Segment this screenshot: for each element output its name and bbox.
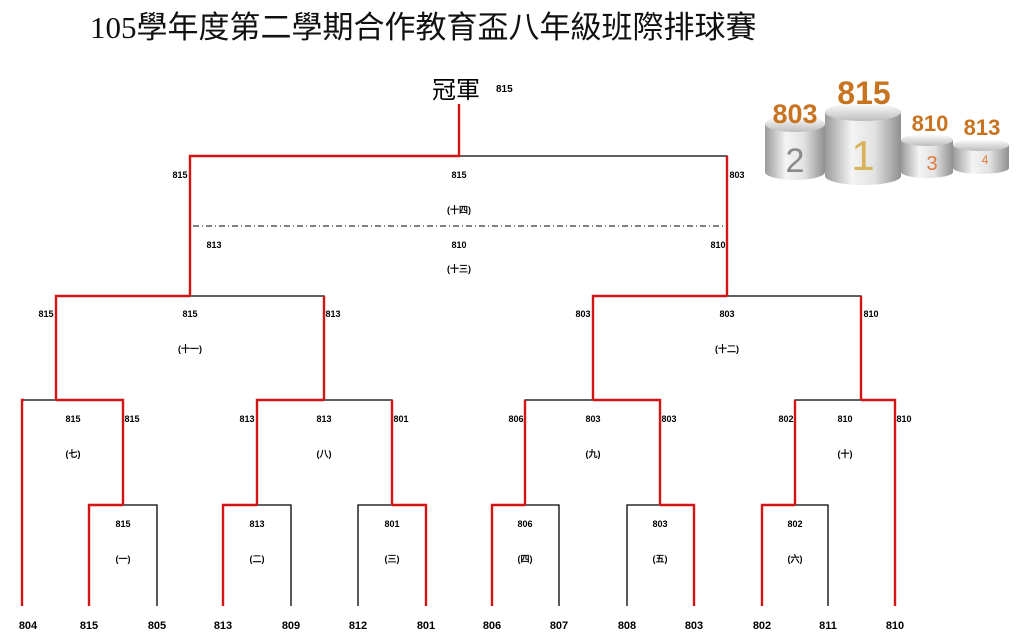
side-label: 815 [38,309,53,319]
team-label: 802 [753,620,771,632]
podium-rank-1: 1 [851,132,874,179]
page-title: 105學年度第二學期合作教育盃八年級班際排球賽 [90,10,757,45]
team-label: 813 [214,620,232,632]
match-winner: 810 [837,414,852,424]
team-label: 806 [483,620,501,632]
side-label: 803 [661,414,676,424]
match-id: (十一) [178,343,202,354]
match-winner: 813 [249,519,264,529]
side-label: 806 [508,414,523,424]
side-labels: 815 813 801 806 803 802 810 815 813 803 … [38,170,911,424]
match-winner: 815 [65,414,80,424]
match-id: (七) [66,448,81,459]
team-label: 812 [349,620,367,632]
match-id: (十) [838,448,853,459]
team-label: 807 [550,620,568,632]
team-label: 805 [148,620,166,632]
side-label: 801 [393,414,408,424]
champion-team: 815 [496,84,513,95]
match-id: (一) [116,554,131,564]
podium-rank-4: 4 [982,153,989,167]
podium-rank-3: 3 [926,153,937,175]
team-label: 809 [282,620,300,632]
team-label: 801 [417,620,435,632]
match-id: (十三) [447,263,471,274]
podium-team-4: 813 [964,115,1001,140]
match-id: (三) [385,554,400,564]
match-id: (四) [518,554,533,564]
side-label: 815 [124,414,139,424]
team-label: 815 [80,620,98,632]
bracket-lines [21,155,896,606]
side-label: 810 [896,414,911,424]
team-label: 810 [886,620,904,632]
side-label: 813 [325,309,340,319]
winner-paths [20,104,897,606]
match-id: (九) [586,448,601,459]
match-winner: 813 [316,414,331,424]
podium-rank-2: 2 [786,142,805,180]
side-label: 815 [172,170,187,180]
match-winner: 810 [451,240,466,250]
side-label: 803 [729,170,744,180]
team-label: 811 [819,620,837,632]
match-id: (十二) [715,343,739,354]
match-winner: 815 [115,519,130,529]
team-label: 808 [618,620,636,632]
champion-label: 冠軍 [432,77,480,104]
match-id: (五) [653,554,668,564]
team-labels: 804 815 805 813 809 812 801 806 807 808 … [19,620,904,632]
match-id: (二) [250,554,265,564]
match-winner: 803 [585,414,600,424]
match-winner: 803 [652,519,667,529]
match-winner: 815 [451,170,466,180]
match-ids: (一) (二) (三) (四) (五) (六) (七) (八) (九) (十) … [66,204,853,564]
team-label: 803 [685,620,703,632]
side-label: 813 [206,240,221,250]
match-winner: 802 [787,519,802,529]
match-winner: 815 [182,309,197,319]
match-winner: 801 [384,519,399,529]
podium-team-3: 810 [912,111,949,136]
side-label: 803 [575,309,590,319]
side-label: 802 [778,414,793,424]
match-id: (十四) [447,204,471,215]
side-label: 810 [863,309,878,319]
podium-team-1: 815 [837,75,890,111]
podium-graphic: 2 1 3 4 815 803 810 813 [765,75,1009,185]
team-label: 804 [19,620,38,632]
side-label: 810 [710,240,725,250]
match-winner: 803 [719,309,734,319]
match-winner: 806 [517,519,532,529]
match-winners: 815 813 801 806 803 802 815 813 803 810 … [65,170,852,529]
match-id: (六) [788,553,803,564]
match-id: (八) [317,449,332,459]
podium-team-2: 803 [772,99,817,129]
side-label: 813 [239,414,254,424]
